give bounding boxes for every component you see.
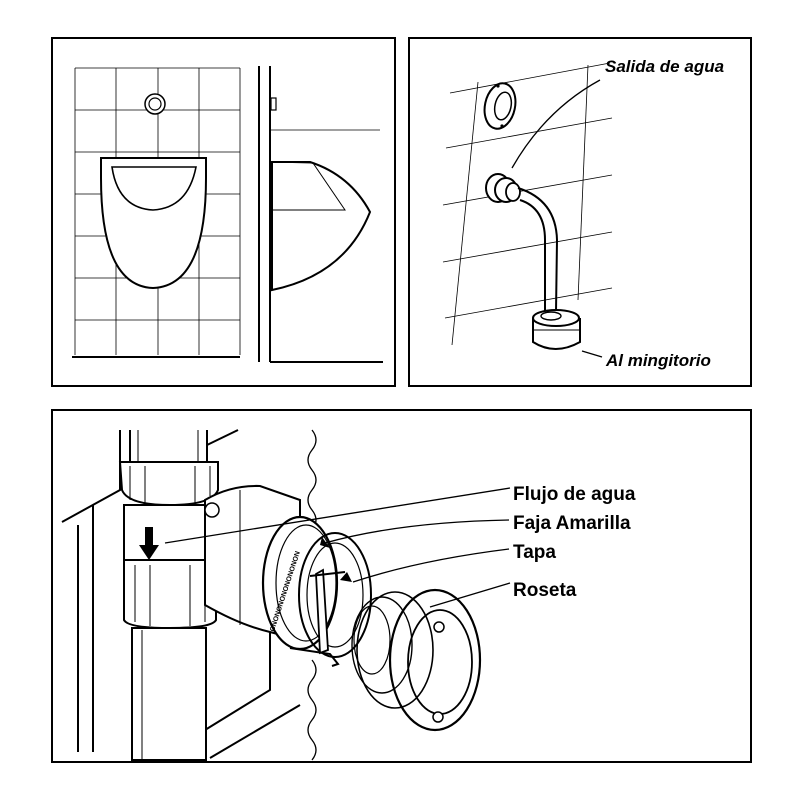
label-rosette: Roseta bbox=[513, 580, 577, 601]
wall-outline bbox=[61, 429, 301, 759]
label-water-flow: Flujo de agua bbox=[513, 484, 636, 505]
panel-frame bbox=[408, 37, 752, 387]
wall-outlet-front bbox=[144, 93, 166, 115]
urinal-side bbox=[258, 66, 383, 363]
urinal-front bbox=[100, 157, 207, 290]
panel-frame bbox=[51, 37, 396, 387]
leader-lines bbox=[511, 79, 603, 358]
flow-arrow-icon bbox=[139, 527, 159, 560]
rosette bbox=[351, 588, 482, 732]
wall-cord bbox=[307, 429, 317, 761]
valve-detail-panel: ONONONONONONONON Flu bbox=[51, 409, 752, 763]
bent-pipe bbox=[517, 187, 559, 313]
urinal-views-panel bbox=[51, 37, 396, 387]
panel-frame bbox=[51, 409, 752, 763]
cap bbox=[289, 532, 372, 667]
label-yellow-band: Faja Amarilla bbox=[513, 513, 631, 534]
wall-outlet-fitting bbox=[485, 173, 521, 203]
urinal-connector-nut bbox=[532, 309, 581, 350]
supply-pipe bbox=[118, 430, 219, 761]
loose-rosette bbox=[483, 82, 517, 130]
label-to-urinal: Al mingitorio bbox=[605, 351, 711, 370]
label-outlet: Salida de agua bbox=[605, 57, 724, 76]
label-cap: Tapa bbox=[513, 542, 556, 563]
wall-tiles-front bbox=[74, 67, 241, 355]
leader-lines bbox=[164, 487, 511, 608]
wall-tiles-perspective bbox=[442, 62, 613, 346]
connection-panel: Salida de agua Al mingitorio bbox=[408, 37, 752, 387]
